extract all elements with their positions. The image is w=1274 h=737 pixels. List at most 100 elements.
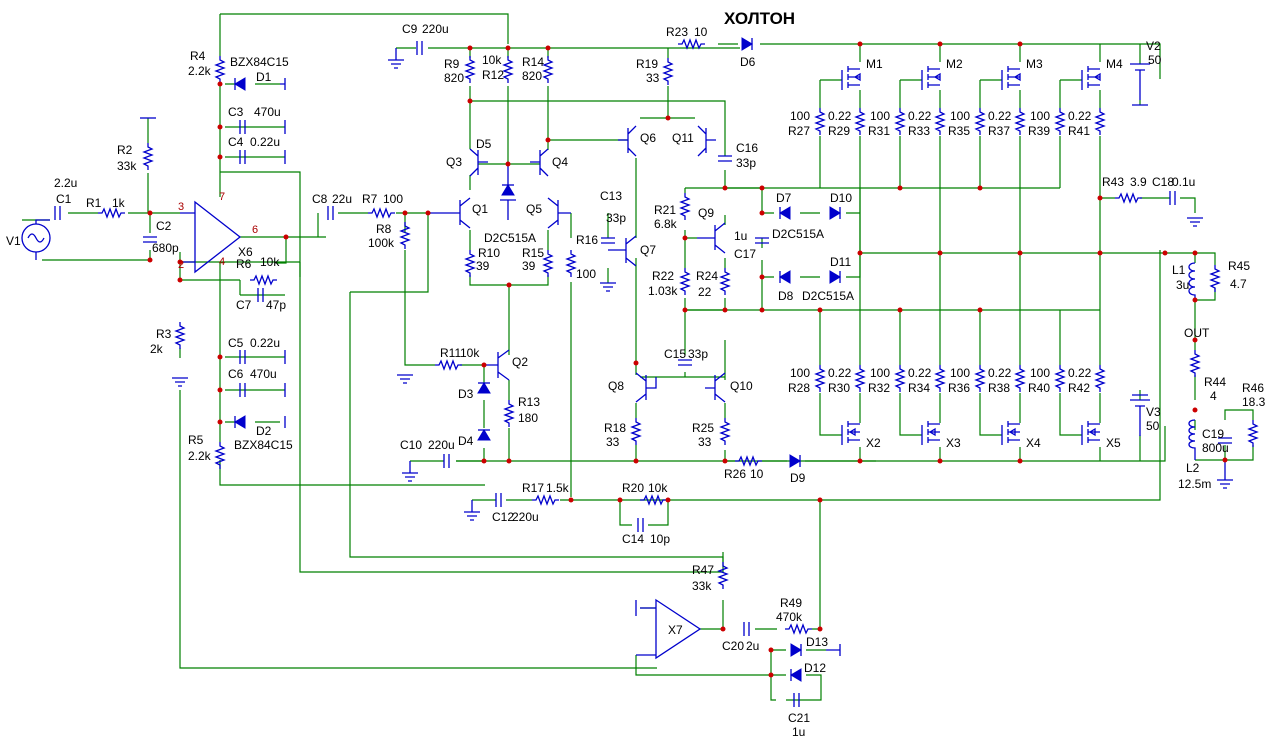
- label-m4: M4: [1106, 57, 1123, 71]
- label-r47: R47: [692, 563, 714, 577]
- label-d1: D1: [256, 70, 272, 84]
- label-r10: R10: [478, 246, 500, 260]
- label-r49: R49: [780, 596, 802, 610]
- label-d2-type: BZX84C15: [234, 438, 293, 452]
- label-r4: R4: [190, 49, 206, 63]
- label-r22: R22: [652, 269, 674, 283]
- q6: [618, 125, 637, 157]
- label-m2: M2: [946, 57, 963, 71]
- label-r11-value: 10k: [460, 346, 480, 360]
- label-c19-value: 800u: [1202, 441, 1229, 455]
- label-upper-source: R29: [828, 124, 850, 138]
- label-q9-value: 1u: [734, 229, 747, 243]
- label-c21-value: 1u: [792, 725, 805, 737]
- mosfets-upper: [841, 66, 1101, 90]
- label-x3: X3: [946, 436, 961, 450]
- label-r26-value: 10: [750, 467, 764, 481]
- label-upper-source: R41: [1068, 124, 1090, 138]
- label-c8: C8: [312, 192, 328, 206]
- label-c3-value: 470u: [254, 105, 281, 119]
- label-c1: C1: [56, 192, 72, 206]
- label-lower-source: R42: [1068, 381, 1090, 395]
- label-upper-gate-value: 100: [790, 109, 810, 123]
- label-c18: C18: [1152, 175, 1174, 189]
- pin-7: 7: [219, 191, 225, 203]
- label-m3: M3: [1026, 57, 1043, 71]
- q4: [530, 148, 549, 177]
- label-lower-gate-value: 100: [870, 366, 890, 380]
- label-c13: C13: [600, 189, 622, 203]
- label-c16: C16: [736, 141, 758, 155]
- label-upper-gate: R39: [1028, 124, 1050, 138]
- label-r45-value: 4.7: [1230, 277, 1247, 291]
- label-upper-gate-value: 100: [950, 109, 970, 123]
- label-c20-value: 2u: [746, 639, 759, 653]
- label-c14: C14: [622, 532, 644, 546]
- label-r8-value: 100k: [368, 236, 395, 250]
- label-m1: M1: [866, 57, 883, 71]
- label-r12-value: 10k: [482, 53, 502, 67]
- label-d5-type: D2C515A: [484, 231, 536, 245]
- label-r15: R15: [522, 246, 544, 260]
- label-q5: Q5: [526, 202, 542, 216]
- label-r16-value: 100: [576, 267, 596, 281]
- label-r21: R21: [654, 203, 676, 217]
- label-d7-type: D2C515A: [772, 227, 824, 241]
- label-d13: D13: [806, 635, 828, 649]
- label-c3: C3: [228, 105, 244, 119]
- opamp-x7: [655, 598, 702, 660]
- label-d4: D4: [458, 434, 474, 448]
- label-lower-source-value: 0.22: [988, 366, 1012, 380]
- q9: [697, 222, 726, 254]
- label-d8-type: D2C515A: [802, 289, 854, 303]
- label-v3-value: 50: [1146, 419, 1160, 433]
- label-c20: C20: [722, 639, 744, 653]
- label-c5: C5: [228, 336, 244, 350]
- q10: [705, 372, 726, 403]
- label-upper-gate-value: 100: [1030, 109, 1050, 123]
- label-r44-value: 4: [1210, 389, 1217, 403]
- label-c4: C4: [228, 135, 244, 149]
- label-r6: R6: [236, 257, 252, 271]
- label-r2: R2: [117, 143, 133, 157]
- label-r3: R3: [156, 327, 172, 341]
- label-upper-gate: R31: [868, 124, 890, 138]
- label-q7: Q7: [640, 243, 656, 257]
- label-x6: X6: [238, 245, 253, 259]
- label-upper-gate: R35: [948, 124, 970, 138]
- label-d2: D2: [256, 424, 272, 438]
- label-q11: Q11: [672, 131, 694, 145]
- label-x5: X5: [1106, 436, 1121, 450]
- label-lower-gate: R32: [868, 381, 890, 395]
- label-c6: C6: [228, 367, 244, 381]
- label-c19: C19: [1202, 427, 1224, 441]
- label-r25-value: 33: [698, 435, 712, 449]
- label-r5-value: 2.2k: [188, 449, 212, 463]
- label-c5-value: 0.22u: [250, 336, 280, 350]
- label-v2: V2: [1146, 39, 1161, 53]
- label-lower-source: R34: [908, 381, 930, 395]
- label-d12: D12: [804, 661, 826, 675]
- label-x7: X7: [668, 623, 683, 637]
- label-c6-value: 470u: [250, 367, 277, 381]
- label-upper-source: R37: [988, 124, 1010, 138]
- label-lower-gate-value: 100: [950, 366, 970, 380]
- q1: [430, 197, 471, 229]
- label-lower-source-value: 0.22: [908, 366, 932, 380]
- label-r47-value: 33k: [692, 579, 712, 593]
- label-c17: C17: [734, 247, 756, 261]
- label-c9: C9: [402, 22, 418, 36]
- label-r43: R43: [1102, 175, 1124, 189]
- q3: [469, 148, 488, 177]
- label-r44: R44: [1204, 375, 1226, 389]
- label-r23-value: 10: [694, 25, 708, 39]
- label-c7: C7: [236, 298, 252, 312]
- label-c13-value: 33p: [606, 211, 626, 225]
- label-upper-source-value: 0.22: [828, 109, 852, 123]
- mosfets-lower: [841, 421, 1100, 445]
- label-r5: R5: [188, 433, 204, 447]
- label-r20-value: 10k: [648, 481, 668, 495]
- label-upper-source-value: 0.22: [1068, 109, 1092, 123]
- label-c4-value: 0.22u: [250, 135, 280, 149]
